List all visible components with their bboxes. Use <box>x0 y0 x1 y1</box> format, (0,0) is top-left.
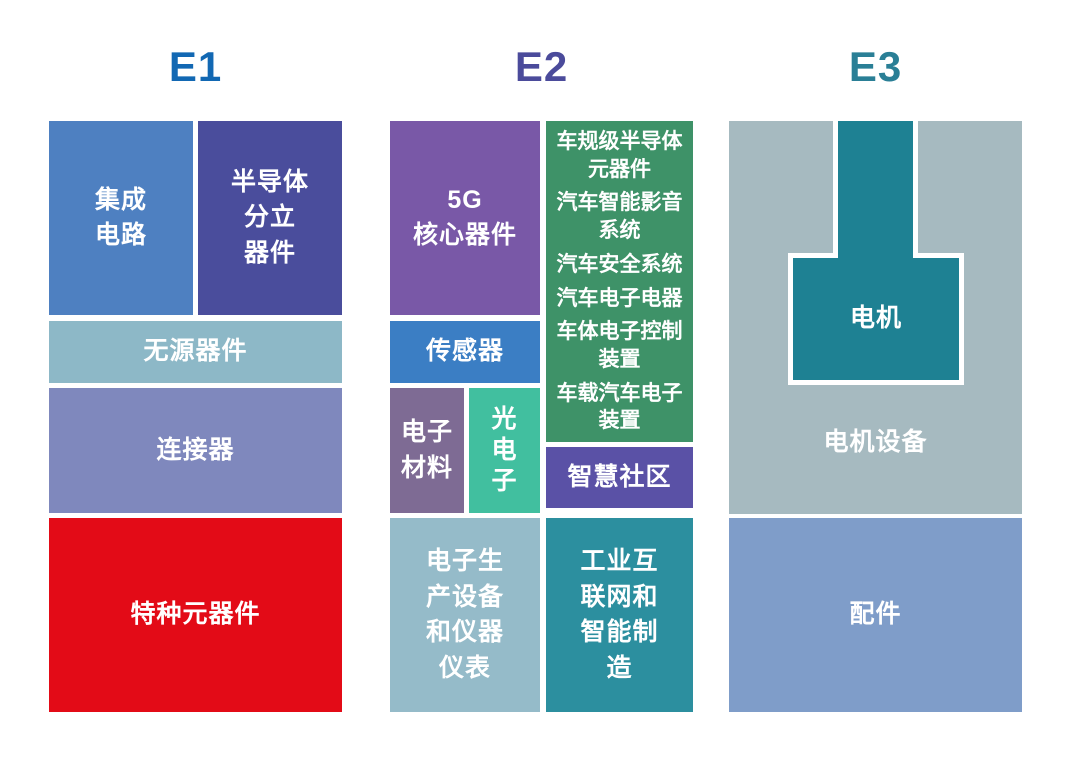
block-electronic-materials: 电子 材料 <box>390 388 464 513</box>
block-connectors-label: 连接器 <box>156 435 235 464</box>
block-smart-community-label: 智慧社区 <box>567 462 672 491</box>
block-sensors: 传感器 <box>390 321 540 383</box>
block-semiconductor-discrete: 半导体 分立 器件 <box>198 121 342 315</box>
block-motor-equipment: 电机 电机设备 <box>729 121 1022 514</box>
automotive-item: 车体电子控制 装置 <box>556 320 683 371</box>
automotive-item: 汽车安全系统 <box>556 252 683 276</box>
block-integrated-circuit: 集成 电路 <box>49 121 193 315</box>
block-production-equipment-label: 电子生 产设备 和仪器 仪表 <box>425 547 504 682</box>
block-special-components-label: 特种元器件 <box>130 600 261 629</box>
block-semiconductor-discrete-label: 半导体 分立 器件 <box>230 167 309 267</box>
automotive-item: 汽车电子电器 <box>556 286 683 310</box>
block-smart-community: 智慧社区 <box>546 447 693 508</box>
block-electronic-materials-label: 电子 材料 <box>400 418 453 482</box>
block-industrial-internet: 工业互 联网和 智能制 造 <box>546 518 693 712</box>
block-optoelectronics-label: 光 电 子 <box>491 404 518 496</box>
motor-equipment-label: 电机设备 <box>823 428 928 457</box>
automotive-item: 汽车智能影音 系统 <box>556 191 683 243</box>
automotive-item: 车规级半导体 元器件 <box>556 129 683 181</box>
block-accessories-label: 配件 <box>849 600 902 629</box>
block-accessories: 配件 <box>729 518 1022 712</box>
hall-e1-title: E1 <box>168 43 223 90</box>
block-optoelectronics: 光 电 子 <box>469 388 540 513</box>
block-production-equipment: 电子生 产设备 和仪器 仪表 <box>390 518 540 712</box>
motor-shape-stem <box>838 121 913 263</box>
block-passive-components-label: 无源器件 <box>143 337 248 366</box>
hall-e2-title: E2 <box>514 43 569 90</box>
block-connectors: 连接器 <box>49 388 342 513</box>
automotive-items-list: 车规级半导体 元器件 汽车智能影音 系统 汽车安全系统 汽车电子电器 车体电子控… <box>546 121 693 442</box>
block-5g-core: 5G 核心器件 <box>390 121 540 315</box>
motor-equipment-caption-wrap: 电机设备 <box>729 425 1022 461</box>
hall-e3-title: E3 <box>848 43 903 90</box>
motor-shape-square: 电机 <box>793 258 959 380</box>
block-industrial-internet-label: 工业互 联网和 智能制 造 <box>580 547 659 682</box>
block-integrated-circuit-label: 集成 电路 <box>94 185 147 250</box>
block-automotive-electronics: 车规级半导体 元器件 汽车智能影音 系统 汽车安全系统 汽车电子电器 车体电子控… <box>546 121 693 442</box>
block-special-components: 特种元器件 <box>49 518 342 712</box>
motor-label: 电机 <box>849 304 902 333</box>
block-5g-core-label: 5G 核心器件 <box>412 185 517 250</box>
block-sensors-label: 传感器 <box>425 337 504 366</box>
block-passive-components: 无源器件 <box>49 321 342 383</box>
automotive-item: 车载汽车电子 装置 <box>556 381 683 433</box>
